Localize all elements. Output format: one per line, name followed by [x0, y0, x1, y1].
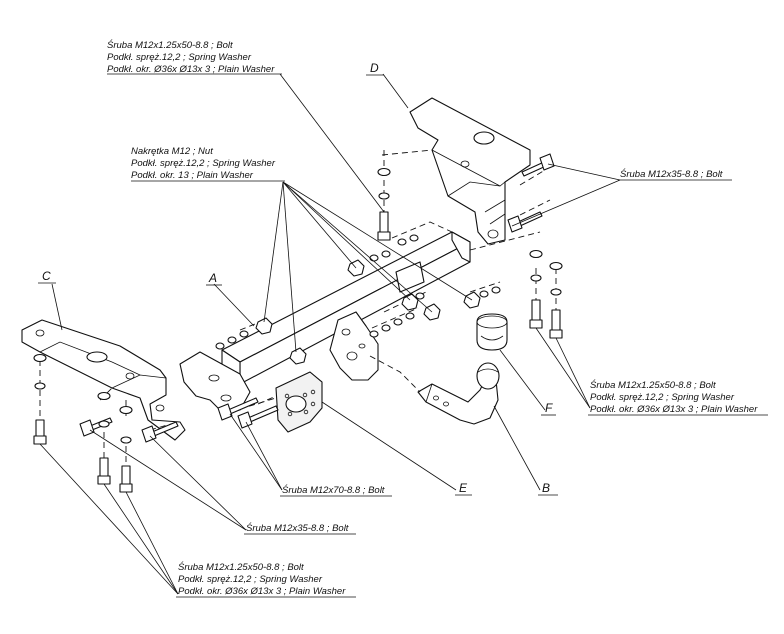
- washer: [34, 382, 46, 390]
- washer: [393, 318, 403, 326]
- callout-line: Śruba M12x35-8.8 ; Bolt: [620, 168, 723, 180]
- nut: [289, 347, 307, 365]
- callout-line: Podkł. spręż.12,2 ; Spring Washer: [590, 392, 735, 403]
- washer: [381, 324, 391, 332]
- callout-bolt-right-top: Śruba M12x35-8.8 ; Bolt: [618, 168, 732, 181]
- washer: [409, 234, 419, 242]
- washers-and-nuts: [33, 167, 563, 444]
- nut: [401, 293, 419, 311]
- callout-bolt-right-mid: Śruba M12x1.25x50-8.8 ; Bolt Podkł. sprę…: [588, 379, 768, 416]
- bolt-left-horizontal-1: [79, 417, 113, 437]
- callout-line: Podkł. spręż.12,2 ; Spring Washer: [107, 52, 252, 63]
- part-letter-a: A: [208, 271, 217, 285]
- part-letter-f: F: [545, 401, 553, 415]
- washer: [33, 353, 47, 363]
- bolt-m12x70-2: [237, 405, 279, 429]
- callout-bolt-m12x70: Śruba M12x70-8.8 ; Bolt: [280, 484, 392, 497]
- washer: [215, 342, 225, 350]
- callout-bolt-top: Śruba M12x1.25x50-8.8 ; Bolt Podkł. sprę…: [107, 39, 282, 75]
- washer: [227, 336, 237, 344]
- washer: [415, 292, 425, 300]
- washer: [239, 330, 249, 338]
- callout-line: Śruba M12x70-8.8 ; Bolt: [282, 484, 385, 496]
- washer: [549, 261, 563, 271]
- tow-ball-neck-b: [417, 362, 500, 425]
- callout-bolt-bottom: Śruba M12x1.25x50-8.8 ; Bolt Podkł. sprę…: [176, 561, 356, 598]
- leader-lines: [39, 73, 621, 595]
- bolt-right-2: [521, 153, 555, 177]
- bolt-left-vertical-2: [97, 457, 111, 485]
- bolt-right-vertical-1: [529, 299, 543, 329]
- callout-nut-group: Nakrętka M12 ; Nut Podkł. spręż.12,2 ; S…: [131, 146, 285, 182]
- callout-line: Śruba M12x1.25x50-8.8 ; Bolt: [178, 561, 304, 573]
- washer: [377, 167, 391, 177]
- bracket-c: [21, 319, 186, 441]
- washer: [405, 312, 415, 320]
- part-letters: A B C D E F: [38, 61, 558, 496]
- washer: [98, 420, 110, 428]
- washer: [381, 250, 391, 258]
- washer: [491, 286, 501, 294]
- bolt-vertical-top: [377, 211, 391, 241]
- bracket-d: [409, 97, 531, 245]
- washer: [369, 254, 379, 262]
- nut: [255, 317, 273, 335]
- washer: [550, 288, 562, 296]
- tow-ball-f: [476, 313, 508, 351]
- bolt-left-vertical-3: [119, 465, 133, 493]
- callout-bolt-m12x35-left: Śruba M12x35-8.8 ; Bolt: [244, 522, 356, 535]
- washer: [97, 391, 111, 401]
- bolt-right-vertical-2: [549, 309, 563, 339]
- washer: [479, 290, 489, 298]
- callout-line: Podkł. okr. Ø36x Ø13x 3 ; Plain Washer: [107, 64, 275, 75]
- callout-line: Śruba M12x1.25x50-8.8 ; Bolt: [107, 39, 233, 51]
- part-letter-d: D: [370, 61, 379, 75]
- callout-line: Nakrętka M12 ; Nut: [131, 146, 213, 157]
- part-letter-c: C: [42, 269, 51, 283]
- washer: [397, 238, 407, 246]
- bolt-left-vertical-1: [33, 419, 47, 445]
- washer: [120, 436, 132, 444]
- bolt-m12x70-1: [217, 397, 259, 421]
- washer: [530, 274, 542, 282]
- socket-plate-e: [275, 371, 323, 433]
- part-letter-e: E: [459, 481, 468, 495]
- washer: [529, 249, 543, 259]
- washer: [378, 192, 390, 200]
- callout-line: Śruba M12x1.25x50-8.8 ; Bolt: [590, 379, 716, 391]
- callout-line: Śruba M12x35-8.8 ; Bolt: [246, 522, 349, 534]
- washer: [369, 330, 379, 338]
- callout-line: Podkł. okr. 13 ; Plain Washer: [131, 170, 254, 181]
- callout-line: Podkł. okr. Ø36x Ø13x 3 ; Plain Washer: [178, 586, 346, 597]
- callout-line: Podkł. okr. Ø36x Ø13x 3 ; Plain Washer: [590, 404, 758, 415]
- part-letter-b: B: [542, 481, 550, 495]
- callout-line: Podkł. spręż.12,2 ; Spring Washer: [178, 574, 323, 585]
- callout-line: Podkł. spręż.12,2 ; Spring Washer: [131, 158, 276, 169]
- washer: [119, 405, 133, 415]
- bolts: [33, 153, 563, 493]
- crossbar-a: [179, 231, 471, 413]
